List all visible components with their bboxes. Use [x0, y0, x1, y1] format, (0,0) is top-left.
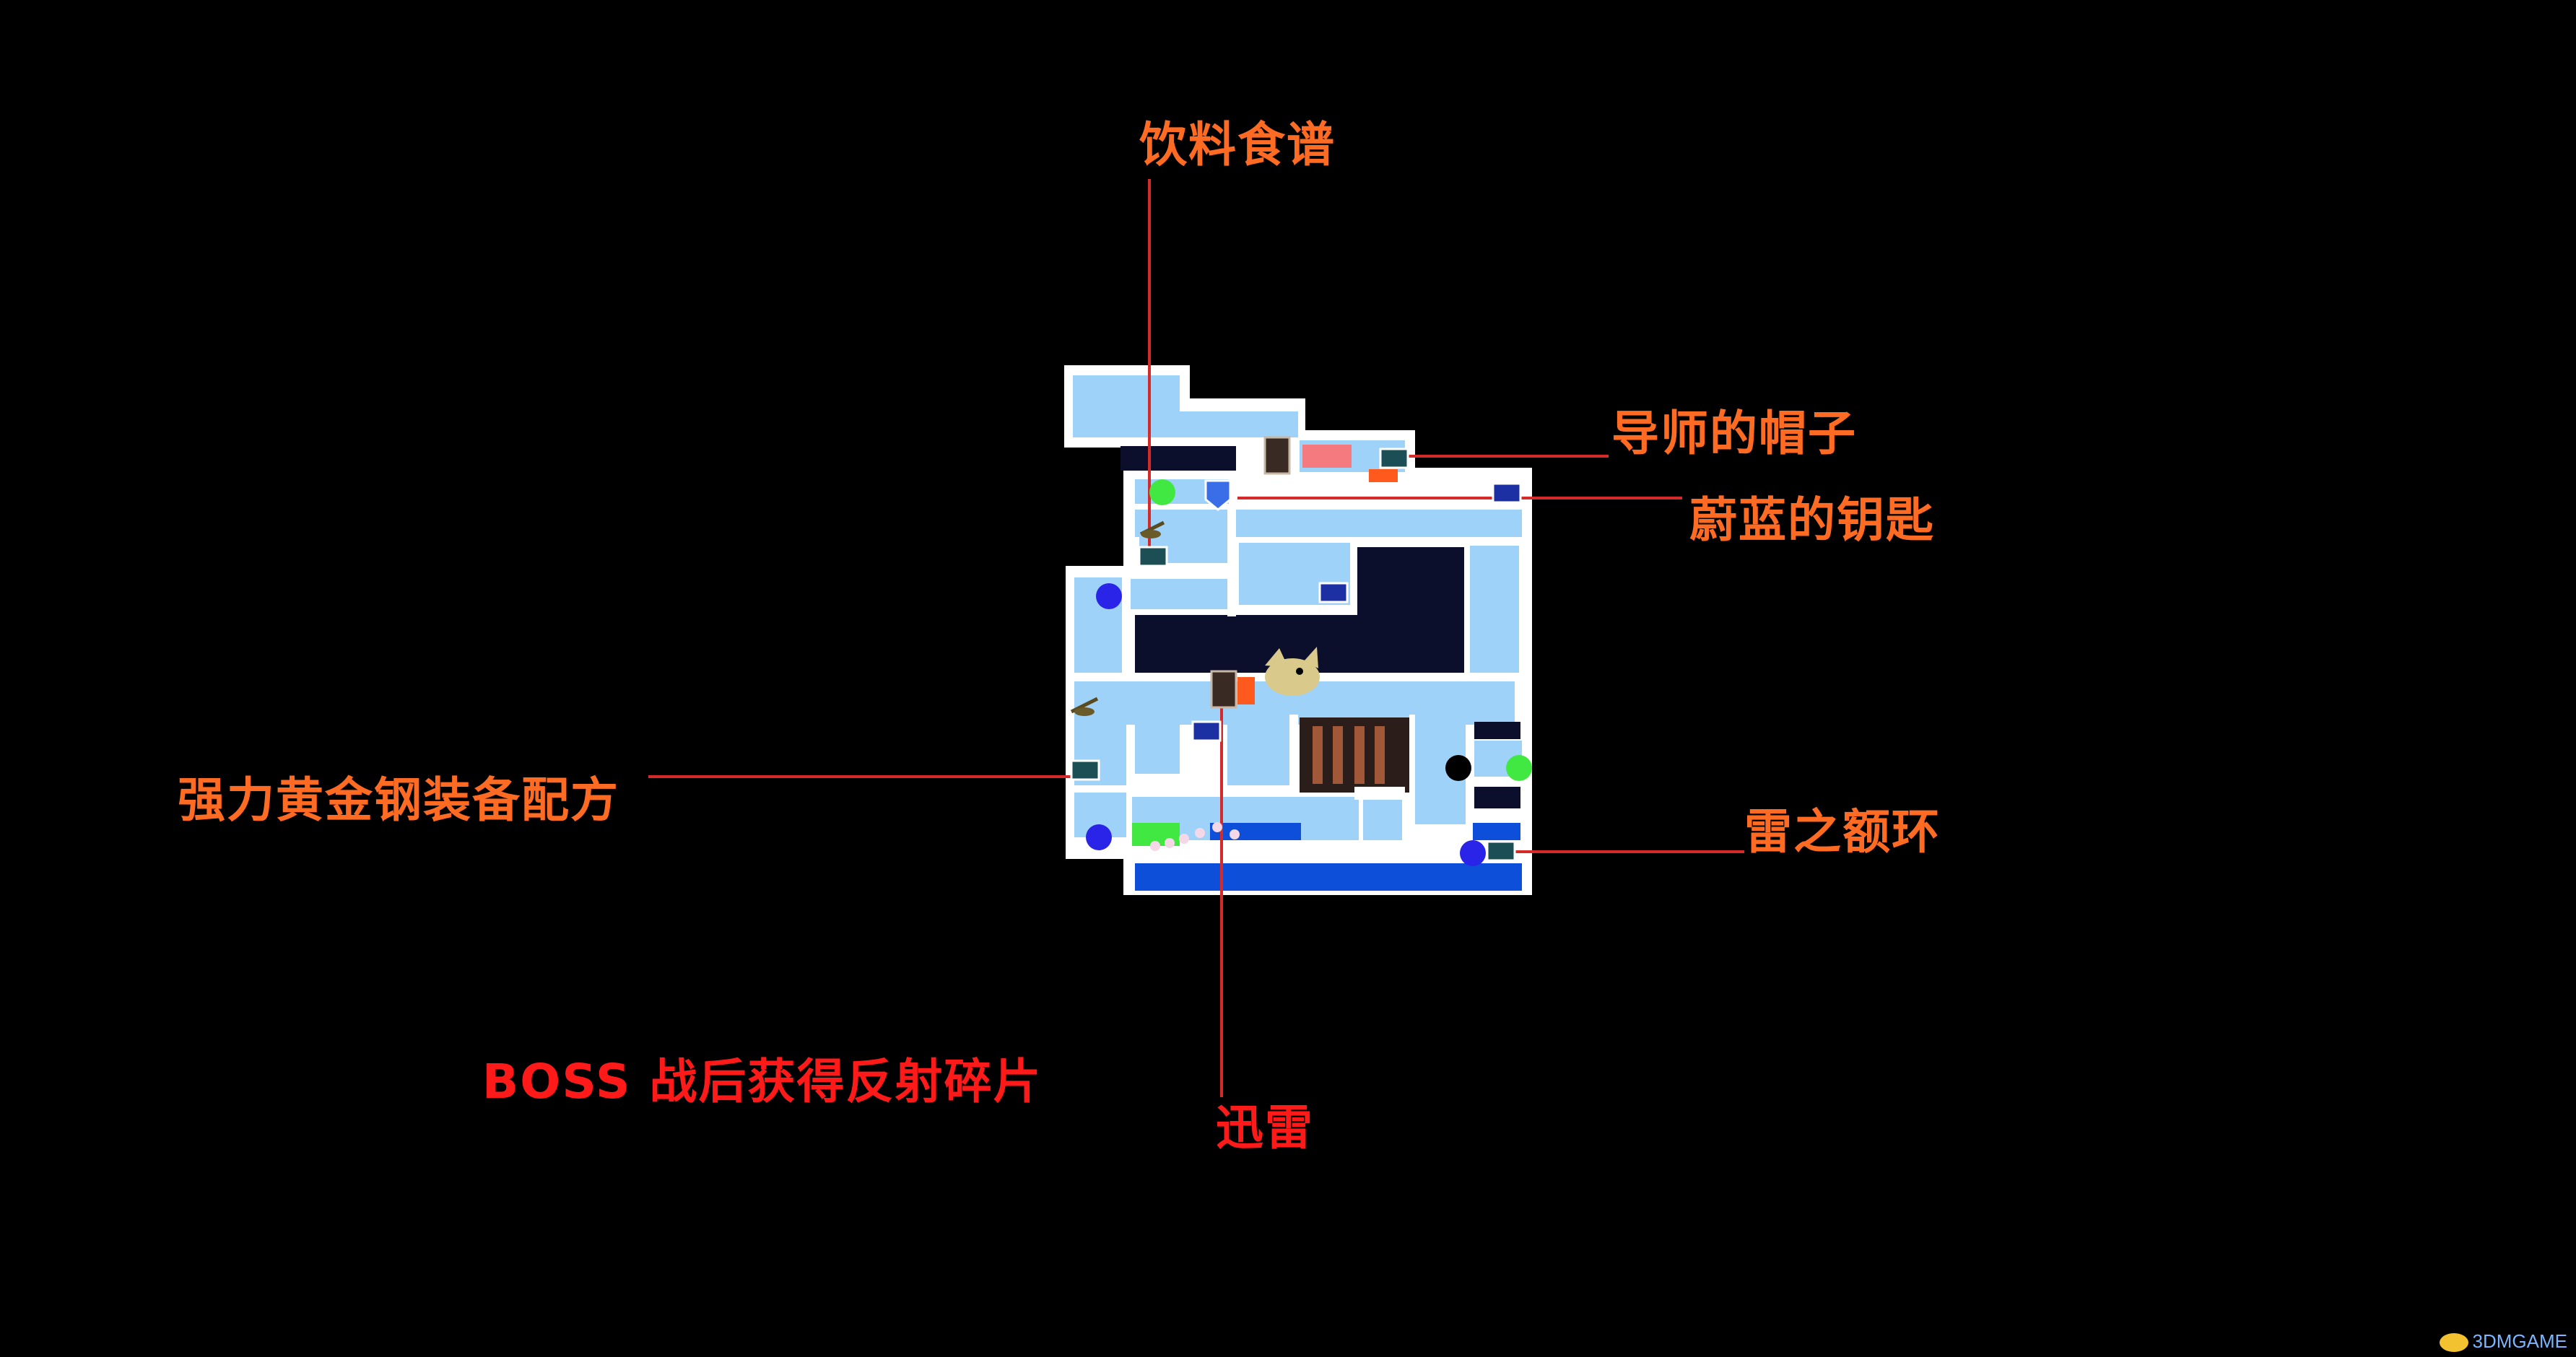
- room-lower-center: [1227, 717, 1289, 787]
- void-upper: [1121, 446, 1236, 471]
- void-lower-right2: [1474, 787, 1520, 808]
- label-mentor-hat: 导师的帽子: [1611, 406, 1857, 461]
- water-bottom: [1135, 863, 1522, 891]
- void-lower-right: [1474, 722, 1520, 739]
- label-gold-steel-recipe: 强力黄金钢装备配方: [178, 772, 619, 828]
- warp-point-icon: [1460, 840, 1486, 866]
- treasure-chest-icon: [1138, 546, 1168, 567]
- pillar-1: [1313, 726, 1323, 784]
- label-thunder: 迅雷: [1216, 1100, 1314, 1156]
- boss-marker-icon: [1445, 755, 1471, 781]
- blue-chest-icon: [1318, 582, 1349, 603]
- inner-wall-v1: [1227, 510, 1236, 616]
- warp-point-icon: [1086, 824, 1112, 850]
- pillar-room: [1300, 717, 1411, 800]
- pillar-3: [1354, 726, 1365, 784]
- room-center-bottom: [1363, 797, 1402, 840]
- switch-orange-mid: [1237, 677, 1255, 704]
- inner-walls: [1073, 504, 1522, 847]
- treasure-chest-icon: [1486, 840, 1516, 862]
- inner-wall-h4: [1073, 785, 1289, 793]
- room-lower-left2: [1135, 722, 1180, 774]
- save-point-icon: [1149, 479, 1175, 505]
- door-icon: [1210, 670, 1237, 709]
- crest-icon: [1204, 479, 1232, 511]
- treasure-chest-icon: [1379, 448, 1409, 469]
- treasure-chest-icon: [1070, 759, 1100, 781]
- label-drink-recipe: 饮料食谱: [1139, 117, 1336, 173]
- door-icon: [1263, 436, 1291, 475]
- leader-lines: [648, 179, 1744, 1097]
- pillar-room-notch: [1354, 787, 1405, 800]
- lamp-icon: [1139, 520, 1165, 538]
- inner-wall-h1: [1123, 504, 1522, 510]
- map-markers: [1070, 436, 1532, 866]
- lamp-icon: [1070, 697, 1099, 716]
- switch-orange-top: [1369, 469, 1398, 482]
- void-right-box: [1357, 547, 1464, 619]
- inner-wall-v2: [1464, 537, 1470, 674]
- pillar-2: [1333, 726, 1343, 784]
- room-top-strip: [1073, 411, 1298, 437]
- inner-wall-h5: [1123, 840, 1522, 847]
- label-thunder-circlet: 雷之额环: [1744, 804, 1941, 860]
- room-mid-left-top: [1131, 579, 1236, 609]
- inner-wall-v4: [1409, 715, 1415, 830]
- inner-wall-h2: [1227, 537, 1522, 543]
- light-orbs: [1150, 822, 1240, 851]
- label-azure-key: 蔚蓝的钥匙: [1689, 492, 1935, 548]
- label-boss-reward: BOSS 战后获得反射碎片: [482, 1054, 1043, 1109]
- room-right-tall: [1470, 546, 1519, 673]
- pillar-4: [1375, 726, 1385, 784]
- watermark-text: 3DMGAME: [2472, 1330, 2567, 1352]
- watermark: 3DMGAME: [2439, 1330, 2567, 1353]
- blue-chest-icon: [1492, 482, 1522, 504]
- save-point-icon: [1506, 755, 1532, 781]
- blue-chest-icon: [1191, 720, 1222, 742]
- inner-wall-v3: [1289, 715, 1298, 794]
- watermark-logo-icon: [2439, 1333, 2468, 1353]
- locked-door-pink: [1302, 445, 1352, 468]
- warp-point-icon: [1096, 583, 1122, 609]
- boss-creature-icon: [1265, 647, 1320, 696]
- water-area: [1135, 823, 1522, 891]
